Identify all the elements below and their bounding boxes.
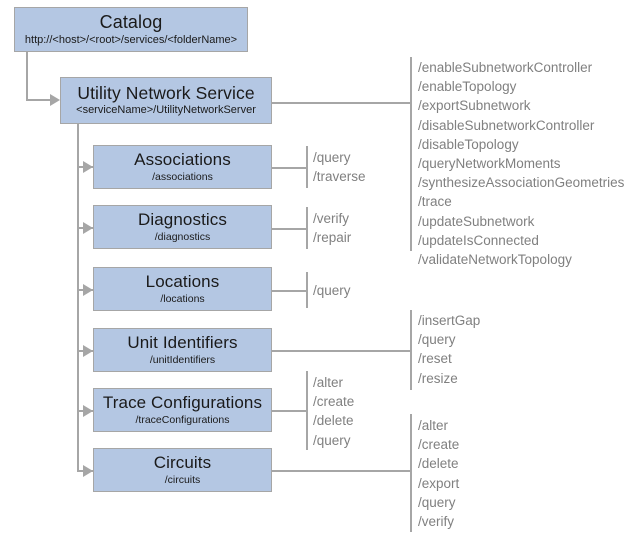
connector-uns-spine — [77, 124, 79, 471]
node-trace-configurations[interactable]: Trace Configurations /traceConfiguration… — [93, 388, 272, 432]
operation-utility_network_service-trace[interactable]: /trace — [418, 194, 452, 210]
operation-diagnostics-verify[interactable]: /verify — [313, 211, 350, 226]
operation-utility_network_service-queryNetworkMoments[interactable]: /queryNetworkMoments — [418, 156, 561, 172]
node-utility-network-service[interactable]: Utility Network Service <serviceName>/Ut… — [60, 77, 272, 124]
connector-associations-to-ops — [272, 167, 308, 169]
operation-utility_network_service-disableSubnetworkController[interactable]: /disableSubnetworkController — [418, 117, 595, 133]
connector-diagnostics-to-ops — [272, 228, 308, 230]
operation-utility_network_service-disableTopology[interactable]: /disableTopology — [418, 136, 519, 152]
arrow-to-unit-identifiers — [83, 345, 93, 357]
node-locations[interactable]: Locations /locations — [93, 267, 272, 311]
operations-trace-configurations: /alter/create/delete/query — [313, 373, 354, 450]
operation-trace_configurations-delete[interactable]: /delete — [313, 413, 354, 429]
connector-unit-identifiers-to-ops — [272, 350, 411, 352]
node-unit-identifiers-subtitle: /unitIdentifiers — [149, 353, 216, 366]
node-utility-network-service-subtitle: <serviceName>/UtilityNetworkServer — [76, 104, 256, 117]
operations-unit-identifiers: /insertGap/query/reset/resize — [418, 311, 480, 388]
arrow-to-associations — [83, 161, 93, 173]
node-utility-network-service-title: Utility Network Service — [77, 83, 255, 104]
bracket-circuits-ops — [410, 414, 412, 532]
node-catalog-title: Catalog — [99, 11, 163, 32]
operation-trace_configurations-create[interactable]: /create — [313, 394, 355, 410]
connector-catalog-down — [26, 52, 28, 101]
arrow-catalog-to-uns — [50, 94, 60, 106]
bracket-associations-ops — [306, 146, 308, 188]
operation-circuits-query[interactable]: /query — [418, 494, 456, 510]
operation-unit_identifiers-query[interactable]: /query — [418, 332, 456, 348]
arrow-to-diagnostics — [83, 222, 93, 234]
node-diagnostics-subtitle: /diagnostics — [154, 230, 211, 243]
connector-locations-to-ops — [272, 290, 308, 292]
operation-circuits-verify[interactable]: /verify — [418, 514, 455, 530]
arrow-to-locations — [83, 284, 93, 296]
node-diagnostics-title: Diagnostics — [138, 210, 227, 230]
operation-utility_network_service-updateSubnetwork[interactable]: /updateSubnetwork — [418, 213, 535, 229]
node-catalog[interactable]: Catalog http://<host>/<root>/services/<f… — [14, 7, 248, 52]
connector-trace-configurations-to-ops — [272, 410, 308, 412]
node-circuits-title: Circuits — [153, 453, 212, 473]
operation-utility_network_service-updateIsConnected[interactable]: /updateIsConnected — [418, 232, 539, 248]
node-associations-subtitle: /associations — [152, 170, 213, 183]
operation-utility_network_service-enableSubnetworkController[interactable]: /enableSubnetworkController — [418, 60, 593, 75]
arrow-to-trace-configurations — [83, 405, 93, 417]
node-trace-configurations-title: Trace Configurations — [102, 393, 263, 413]
operation-utility_network_service-validateNetworkTopology[interactable]: /validateNetworkTopology — [418, 252, 572, 268]
operation-circuits-export[interactable]: /export — [418, 475, 460, 491]
node-catalog-subtitle: http://<host>/<root>/services/<folderNam… — [24, 33, 238, 46]
operation-unit_identifiers-resize[interactable]: /resize — [418, 370, 458, 386]
node-circuits-subtitle: /circuits — [164, 473, 201, 486]
operation-utility_network_service-synthesizeAssociationGeometries[interactable]: /synthesizeAssociationGeometries — [418, 175, 625, 191]
operation-circuits-alter[interactable]: /alter — [418, 418, 449, 433]
operation-utility_network_service-enableTopology[interactable]: /enableTopology — [418, 79, 517, 95]
node-associations-title: Associations — [134, 150, 231, 170]
operation-locations-query[interactable]: /query — [313, 283, 351, 298]
operation-utility_network_service-exportSubnetwork[interactable]: /exportSubnetwork — [418, 98, 531, 114]
operation-diagnostics-repair[interactable]: /repair — [313, 230, 352, 246]
operations-diagnostics: /verify/repair — [313, 209, 351, 247]
operation-trace_configurations-query[interactable]: /query — [313, 432, 351, 448]
operations-circuits: /alter/create/delete/export/query/verify — [418, 416, 459, 531]
connector-catalog-to-uns — [26, 99, 52, 101]
bracket-locations-ops — [306, 272, 308, 308]
operation-associations-traverse[interactable]: /traverse — [313, 169, 366, 185]
arrow-to-circuits — [83, 465, 93, 477]
operation-associations-query[interactable]: /query — [313, 150, 351, 165]
node-diagnostics[interactable]: Diagnostics /diagnostics — [93, 205, 272, 249]
bracket-unit-identifiers-ops — [410, 310, 412, 390]
node-associations[interactable]: Associations /associations — [93, 145, 272, 189]
node-locations-subtitle: /locations — [160, 292, 205, 305]
node-circuits[interactable]: Circuits /circuits — [93, 448, 272, 492]
operations-utility-network-service: /enableSubnetworkController/enableTopolo… — [418, 58, 624, 269]
operation-circuits-create[interactable]: /create — [418, 437, 460, 453]
node-unit-identifiers[interactable]: Unit Identifiers /unitIdentifiers — [93, 328, 272, 372]
operations-locations: /query — [313, 281, 351, 300]
bracket-uns-ops — [410, 57, 412, 251]
operation-unit_identifiers-insertGap[interactable]: /insertGap — [418, 313, 481, 328]
connector-circuits-to-ops — [272, 470, 411, 472]
bracket-trace-configurations-ops — [306, 371, 308, 450]
operations-associations: /query/traverse — [313, 148, 366, 186]
operation-trace_configurations-alter[interactable]: /alter — [313, 375, 344, 390]
bracket-diagnostics-ops — [306, 207, 308, 249]
node-locations-title: Locations — [145, 272, 220, 292]
node-trace-configurations-subtitle: /traceConfigurations — [135, 413, 230, 426]
node-unit-identifiers-title: Unit Identifiers — [127, 333, 238, 353]
operation-unit_identifiers-reset[interactable]: /reset — [418, 351, 452, 367]
operation-circuits-delete[interactable]: /delete — [418, 456, 459, 472]
connector-uns-to-ops — [272, 102, 411, 104]
